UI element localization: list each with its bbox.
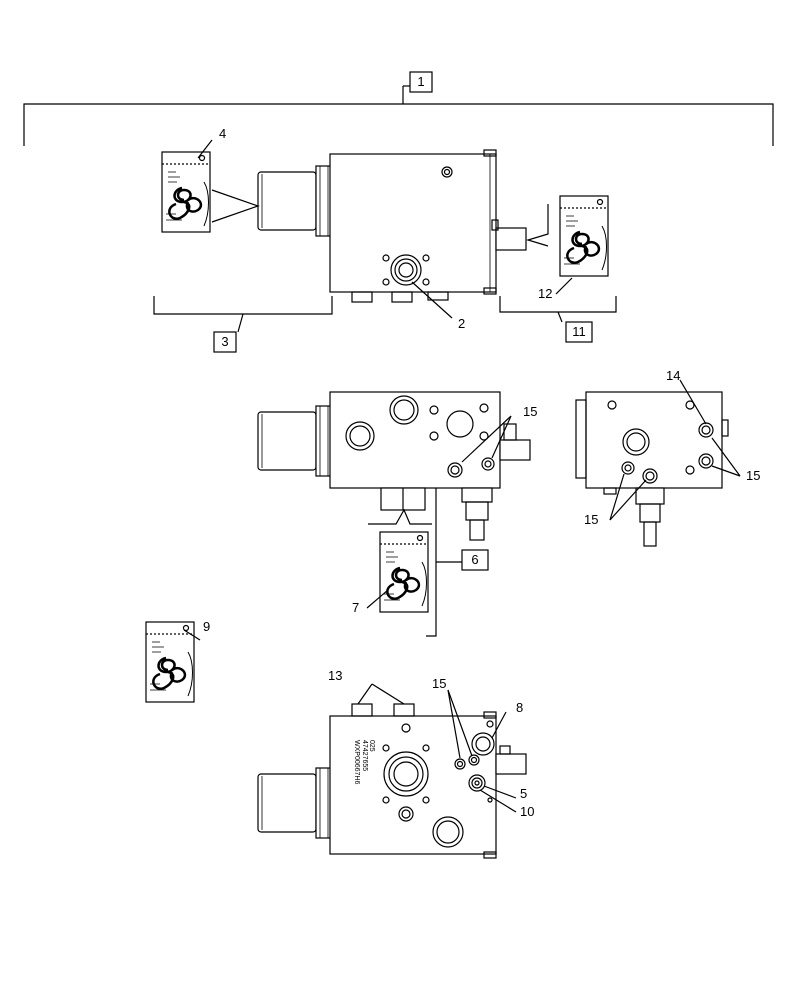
svg-text:11: 11 [572, 324, 586, 339]
svg-text:025: 025 [368, 740, 375, 752]
callout-1[interactable]: 1 [409, 71, 433, 93]
top-assembly [23, 85, 774, 333]
callout-2[interactable]: 2 [458, 316, 465, 331]
seal-kit-9 [144, 620, 201, 704]
callout-10[interactable]: 10 [520, 804, 534, 819]
svg-text:6: 6 [471, 552, 478, 567]
callout-15-side-left[interactable]: 15 [584, 512, 598, 527]
body-stamp: WXP00667H6 47427655 025 [353, 740, 375, 784]
port-plug [351, 291, 373, 303]
valve-body-bottom [329, 715, 497, 855]
svg-text:47427655: 47427655 [361, 740, 368, 771]
callout-12[interactable]: 12 [538, 286, 552, 301]
callout-15-middle-left[interactable]: 15 [523, 404, 537, 419]
callout-7[interactable]: 7 [352, 600, 359, 615]
svg-text:3: 3 [221, 334, 228, 349]
callout-9[interactable]: 9 [203, 619, 210, 634]
svg-text:WXP00667H6: WXP00667H6 [353, 740, 360, 784]
callout-14[interactable]: 14 [666, 368, 680, 383]
svg-text:1: 1 [417, 74, 424, 89]
callout-15-bottom[interactable]: 15 [432, 676, 446, 691]
callout-6[interactable]: 6 [461, 549, 489, 571]
callout-11[interactable]: 11 [565, 321, 593, 343]
valve-body-side [585, 391, 723, 489]
middle-body-side [575, 379, 741, 547]
callout-13[interactable]: 13 [328, 668, 342, 683]
callout-5[interactable]: 5 [520, 786, 527, 801]
callout-3[interactable]: 3 [213, 331, 237, 353]
valve-body-middle [329, 391, 501, 489]
middle-body-front [257, 391, 531, 637]
callout-8[interactable]: 8 [516, 700, 523, 715]
callout-4[interactable]: 4 [219, 126, 226, 141]
callout-15-side-right[interactable]: 15 [746, 468, 760, 483]
assembly-bracket [23, 103, 774, 146]
bottom-body [257, 683, 527, 859]
